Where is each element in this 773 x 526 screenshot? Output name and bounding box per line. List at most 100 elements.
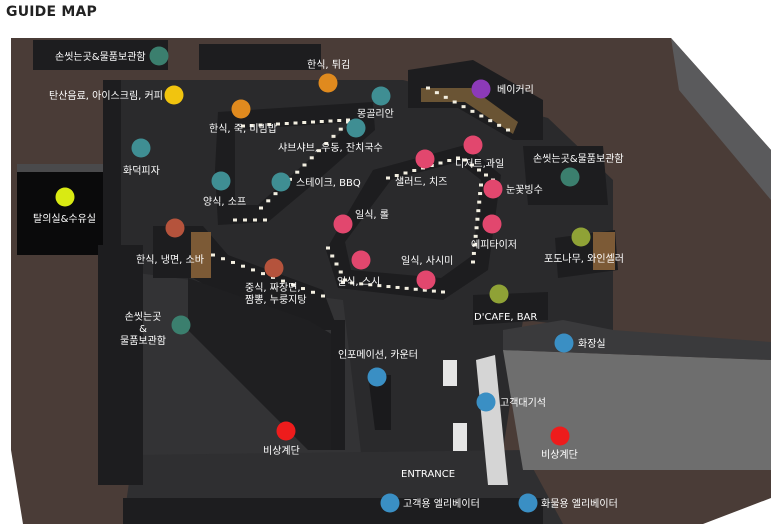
marker-dot-dcafe (489, 284, 509, 304)
marker-label-steak: 스테이크, BBQ (296, 177, 361, 189)
counter-light (386, 285, 391, 289)
marker-chinese: 중식, 짜장면,짬뽕, 누룽지탕 (245, 258, 307, 306)
counter-light (343, 278, 347, 282)
marker-label-elevator-customer: 고객용 엘리베이터 (403, 497, 480, 510)
marker-salad-cheese: 샐러드, 치즈 (395, 149, 447, 188)
marker-label-line: 일식, 사시미 (401, 255, 453, 267)
marker-label-shabu: 샤브샤브, 우동, 잔치국수 (278, 142, 383, 154)
waiting-bench-2 (453, 423, 467, 451)
marker-dot-emergency-right (550, 426, 570, 446)
marker-label-luggage-right: 손씻는곳&물품보관함 (533, 153, 624, 165)
marker-steak: 스테이크, BBQ (271, 172, 361, 192)
counter-light (301, 287, 305, 291)
counter-light (471, 260, 475, 264)
counter-light (377, 284, 382, 288)
counter-light (477, 168, 481, 172)
marker-restroom: 화장실 (554, 333, 606, 353)
marker-luggage-right: 손씻는곳&물품보관함 (533, 153, 624, 187)
marker-label-nursing: 탈의실&수유실 (33, 212, 96, 225)
bottom-wall (123, 498, 543, 524)
marker-label-restroom: 화장실 (578, 338, 606, 350)
counter-light (330, 254, 335, 258)
marker-label-line: 물품보관함 (120, 335, 166, 347)
entrance-label: ENTRANCE (401, 469, 455, 480)
marker-label-line: & (139, 324, 147, 335)
marker-label-line: 손씻는곳&물품보관함 (533, 153, 624, 165)
counter-light (273, 192, 278, 196)
marker-label-line: 한식, 튀김 (307, 59, 350, 71)
counter-light (474, 226, 479, 230)
marker-dot-chinese (264, 258, 284, 278)
counter-light (233, 218, 237, 222)
counter-light (276, 122, 280, 126)
counter-light (302, 121, 307, 124)
marker-elevator-cargo: 화물용 엘리베이터 (518, 493, 618, 513)
marker-label-line: 화장실 (578, 338, 606, 350)
marker-label-luggage-left: 손씻는곳&물품보관함 (120, 311, 166, 347)
marker-label-elevator-cargo: 화물용 엘리베이터 (541, 497, 618, 510)
counter-light (443, 95, 448, 99)
marker-bingsu: 눈꽃빙수 (483, 179, 543, 199)
marker-label-line: 손씻는곳&물품보관함 (55, 51, 146, 63)
marker-dot-restroom (554, 333, 574, 353)
marker-label-western-soup: 양식, 소프 (203, 196, 246, 208)
marker-luggage-left: 손씻는곳&물품보관함 (120, 311, 191, 347)
counter-light (434, 91, 439, 95)
marker-dot-shabu (346, 118, 366, 138)
marker-waiting: 고객대기석 (476, 392, 546, 412)
counter-light (295, 170, 300, 174)
korean-counter-inner (235, 122, 353, 205)
counter-light (324, 142, 329, 145)
marker-japanese-sushi: 일식, 스시 (337, 250, 380, 288)
counter-light (338, 127, 343, 131)
top-wall-block-2 (199, 44, 321, 70)
top-wall-block-1 (33, 40, 168, 70)
marker-label-waiting: 고객대기석 (500, 397, 546, 409)
counter-light (479, 183, 483, 187)
counter-light (281, 279, 285, 283)
marker-label-line: 디저트,과일 (455, 158, 504, 170)
marker-label-korean-fried: 한식, 튀김 (307, 59, 350, 71)
marker-label-line: 탈의실&수유실 (33, 212, 96, 225)
counter-light (346, 118, 350, 122)
marker-korean-noodle: 한식, 냉면, 소바 (136, 218, 204, 266)
marker-label-luggage-top: 손씻는곳&물품보관함 (55, 51, 146, 63)
counter-light (452, 100, 457, 104)
marker-label-japanese-sashimi: 일식, 사시미 (401, 255, 453, 267)
marker-dessert: 디저트,과일 (455, 135, 504, 170)
counter-light (249, 124, 254, 127)
counter-light (341, 280, 345, 284)
marker-luggage-top: 손씻는곳&물품보관함 (55, 46, 169, 66)
marker-korean-fried: 한식, 튀김 (307, 59, 350, 93)
counter-light (475, 217, 480, 221)
marker-label-appetizer: 에피타이저 (471, 239, 517, 251)
marker-label-line: 고객용 엘리베이터 (403, 497, 480, 510)
marker-label-salad-cheese: 샐러드, 치즈 (395, 176, 447, 188)
counter-light (350, 281, 355, 285)
counter-light (251, 268, 255, 272)
counter-light (334, 262, 339, 266)
marker-label-line: 일식, 스시 (337, 276, 380, 288)
marker-dot-western-soup (211, 171, 231, 191)
marker-label-line: 탄산음료, 아이스크림, 커피 (49, 90, 163, 102)
marker-dot-bakery (471, 79, 491, 99)
marker-dot-bingsu (483, 179, 503, 199)
marker-dot-japanese-sashimi (416, 270, 436, 290)
marker-label-line: 포도나무, 와인셀러 (544, 253, 624, 265)
marker-drinks: 탄산음료, 아이스크림, 커피 (49, 85, 184, 105)
marker-emergency-left: 비상계단 (263, 421, 300, 457)
chinese-back-wall (188, 278, 333, 450)
marker-label-line: 에피타이저 (471, 239, 517, 251)
marker-label-line: 인포메이션, 카운터 (338, 349, 418, 361)
marker-appetizer: 에피타이저 (471, 214, 517, 251)
marker-western-soup: 양식, 소프 (203, 171, 246, 208)
counter-light (338, 270, 343, 274)
marker-korean-bibim: 한식, 죽, 비빔밥 (209, 99, 277, 135)
counter-light (412, 169, 417, 172)
counter-light (461, 105, 466, 109)
info-counter (368, 375, 391, 430)
counter-light (317, 149, 321, 153)
